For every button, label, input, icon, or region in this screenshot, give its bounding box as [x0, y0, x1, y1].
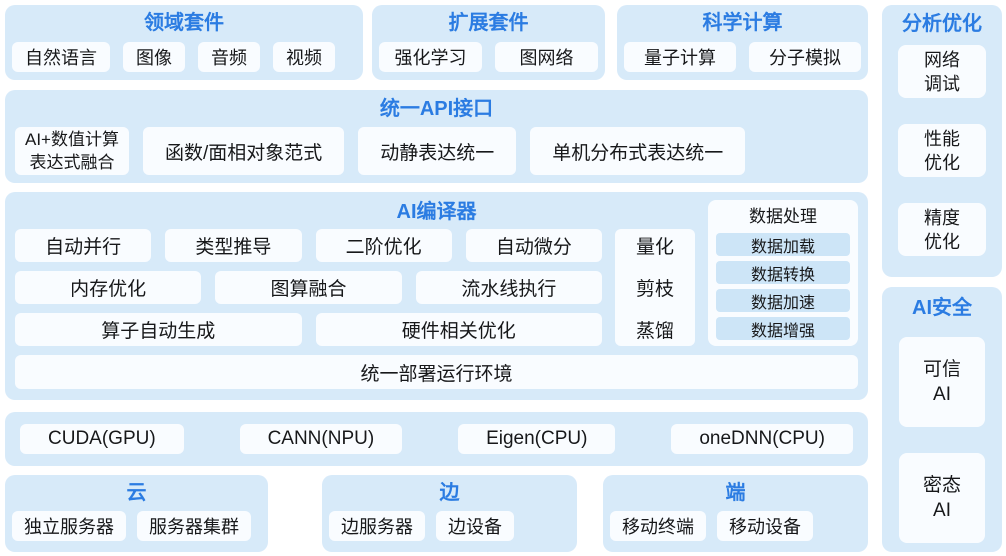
item: 单机分布式表达统一: [530, 127, 746, 175]
item: 二阶优化: [315, 229, 452, 262]
item-row: 算子自动生成 硬件相关优化: [15, 313, 602, 346]
item: 强化学习: [379, 42, 482, 72]
panel-title: 科学计算: [702, 12, 783, 34]
panel-extension-suites: 扩展套件 强化学习 图网络: [372, 5, 605, 80]
model-compression-column: 量化 剪枝 蒸馏: [615, 229, 695, 346]
item: 独立服务器: [12, 511, 126, 541]
item: 图像: [123, 42, 185, 72]
item: 自动微分: [465, 229, 602, 262]
item: 可信 AI: [899, 337, 985, 427]
item: 分子模拟: [749, 42, 861, 72]
item: 函数/面相对象范式: [143, 127, 345, 175]
item-row: 强化学习 图网络: [372, 42, 605, 72]
item-row: 自然语言 图像 音频 视频: [5, 42, 363, 72]
panel-domain-suites: 领域套件 自然语言 图像 音频 视频: [5, 5, 363, 80]
item: 移动设备: [717, 511, 813, 541]
panel-title: 扩展套件: [448, 12, 529, 34]
panel-title: 领域套件: [144, 12, 224, 34]
item: AI+数值计算 表达式融合: [15, 127, 129, 175]
item: 内存优化: [15, 271, 202, 304]
panel-cloud: 云 独立服务器 服务器集群: [5, 475, 268, 552]
item-row: 独立服务器 服务器集群: [5, 511, 268, 541]
item: 流水线执行: [415, 271, 602, 304]
runtime-row: 统一部署运行环境: [15, 355, 858, 389]
item-row: 自动并行 类型推导 二阶优化 自动微分: [15, 229, 602, 262]
item: Eigen(CPU): [458, 424, 616, 454]
panel-title: 统一API接口: [379, 98, 494, 120]
item: 数据增强: [716, 317, 850, 340]
item: 服务器集群: [137, 511, 251, 541]
compiler-feature-grid: 自动并行 类型推导 二阶优化 自动微分 内存优化 图算融合 流水线执行 算子自动…: [15, 229, 602, 346]
panel-unified-api: 统一API接口 AI+数值计算 表达式融合 函数/面相对象范式 动静表达统一 单…: [5, 90, 868, 183]
item: 数据加速: [716, 289, 850, 312]
panel-title: AI编译器: [396, 201, 477, 223]
item: CUDA(GPU): [20, 424, 184, 454]
item-row: AI+数值计算 表达式融合 函数/面相对象范式 动静表达统一 单机分布式表达统一: [15, 127, 858, 175]
panel-title: 边: [439, 482, 460, 504]
item: 边设备: [436, 511, 514, 541]
panel-title: 分析优化: [902, 13, 982, 35]
item-row: 移动终端 移动设备: [603, 511, 868, 541]
item: 图网络: [495, 42, 598, 72]
item: 蒸馏: [635, 321, 674, 342]
panel-device: 端 移动终端 移动设备: [603, 475, 868, 552]
item: 边服务器: [329, 511, 425, 541]
item: 精度 优化: [898, 203, 986, 256]
item: 视频: [273, 42, 335, 72]
item: 移动终端: [610, 511, 706, 541]
compiler-grid: 自动并行 类型推导 二阶优化 自动微分 内存优化 图算融合 流水线执行 算子自动…: [15, 229, 695, 346]
item: 密态 AI: [899, 453, 985, 543]
panel-hardware-backends: CUDA(GPU) CANN(NPU) Eigen(CPU) oneDNN(CP…: [5, 412, 868, 466]
item: CANN(NPU): [239, 424, 403, 454]
item-column: 数据加载 数据转换 数据加速 数据增强: [716, 233, 850, 340]
item-row: 内存优化 图算融合 流水线执行: [15, 271, 602, 304]
item-row: 量子计算 分子模拟: [617, 42, 868, 72]
item: 类型推导: [165, 229, 302, 262]
item-column: 网络 调试 性能 优化 精度 优化: [882, 45, 1002, 256]
item: 性能 优化: [898, 124, 986, 177]
item: 网络 调试: [898, 45, 986, 98]
group-title: 数据处理: [749, 207, 817, 226]
panel-title: 端: [725, 482, 746, 504]
item: 剪枝: [635, 279, 674, 300]
item: 硬件相关优化: [315, 313, 602, 346]
item: 数据加载: [716, 233, 850, 256]
data-processing-group: 数据处理 数据加载 数据转换 数据加速 数据增强: [708, 200, 858, 346]
item: 图算融合: [215, 271, 402, 304]
panel-scientific-computing: 科学计算 量子计算 分子模拟: [617, 5, 868, 80]
item: 自动并行: [15, 229, 152, 262]
panel-edge: 边 边服务器 边设备: [322, 475, 577, 552]
panel-title: AI安全: [912, 297, 972, 319]
panel-title: 云: [126, 482, 147, 504]
panel-analysis-optimization: 分析优化 网络 调试 性能 优化 精度 优化: [882, 5, 1002, 277]
item-row: 边服务器 边设备: [322, 511, 577, 541]
item: 自然语言: [12, 42, 110, 72]
item: oneDNN(CPU): [671, 424, 853, 454]
item: 量化: [635, 237, 674, 258]
panel-ai-compiler: AI编译器 数据处理 数据加载 数据转换 数据加速 数据增强 自动并行 类型推导…: [5, 192, 868, 400]
item: 统一部署运行环境: [15, 355, 858, 389]
item: 算子自动生成: [15, 313, 302, 346]
item: 动静表达统一: [358, 127, 517, 175]
item: 量子计算: [624, 42, 736, 72]
panel-ai-security: AI安全 可信 AI 密态 AI: [882, 287, 1002, 552]
item-column: 可信 AI 密态 AI: [882, 337, 1002, 543]
item: 音频: [198, 42, 260, 72]
item: 数据转换: [716, 261, 850, 284]
